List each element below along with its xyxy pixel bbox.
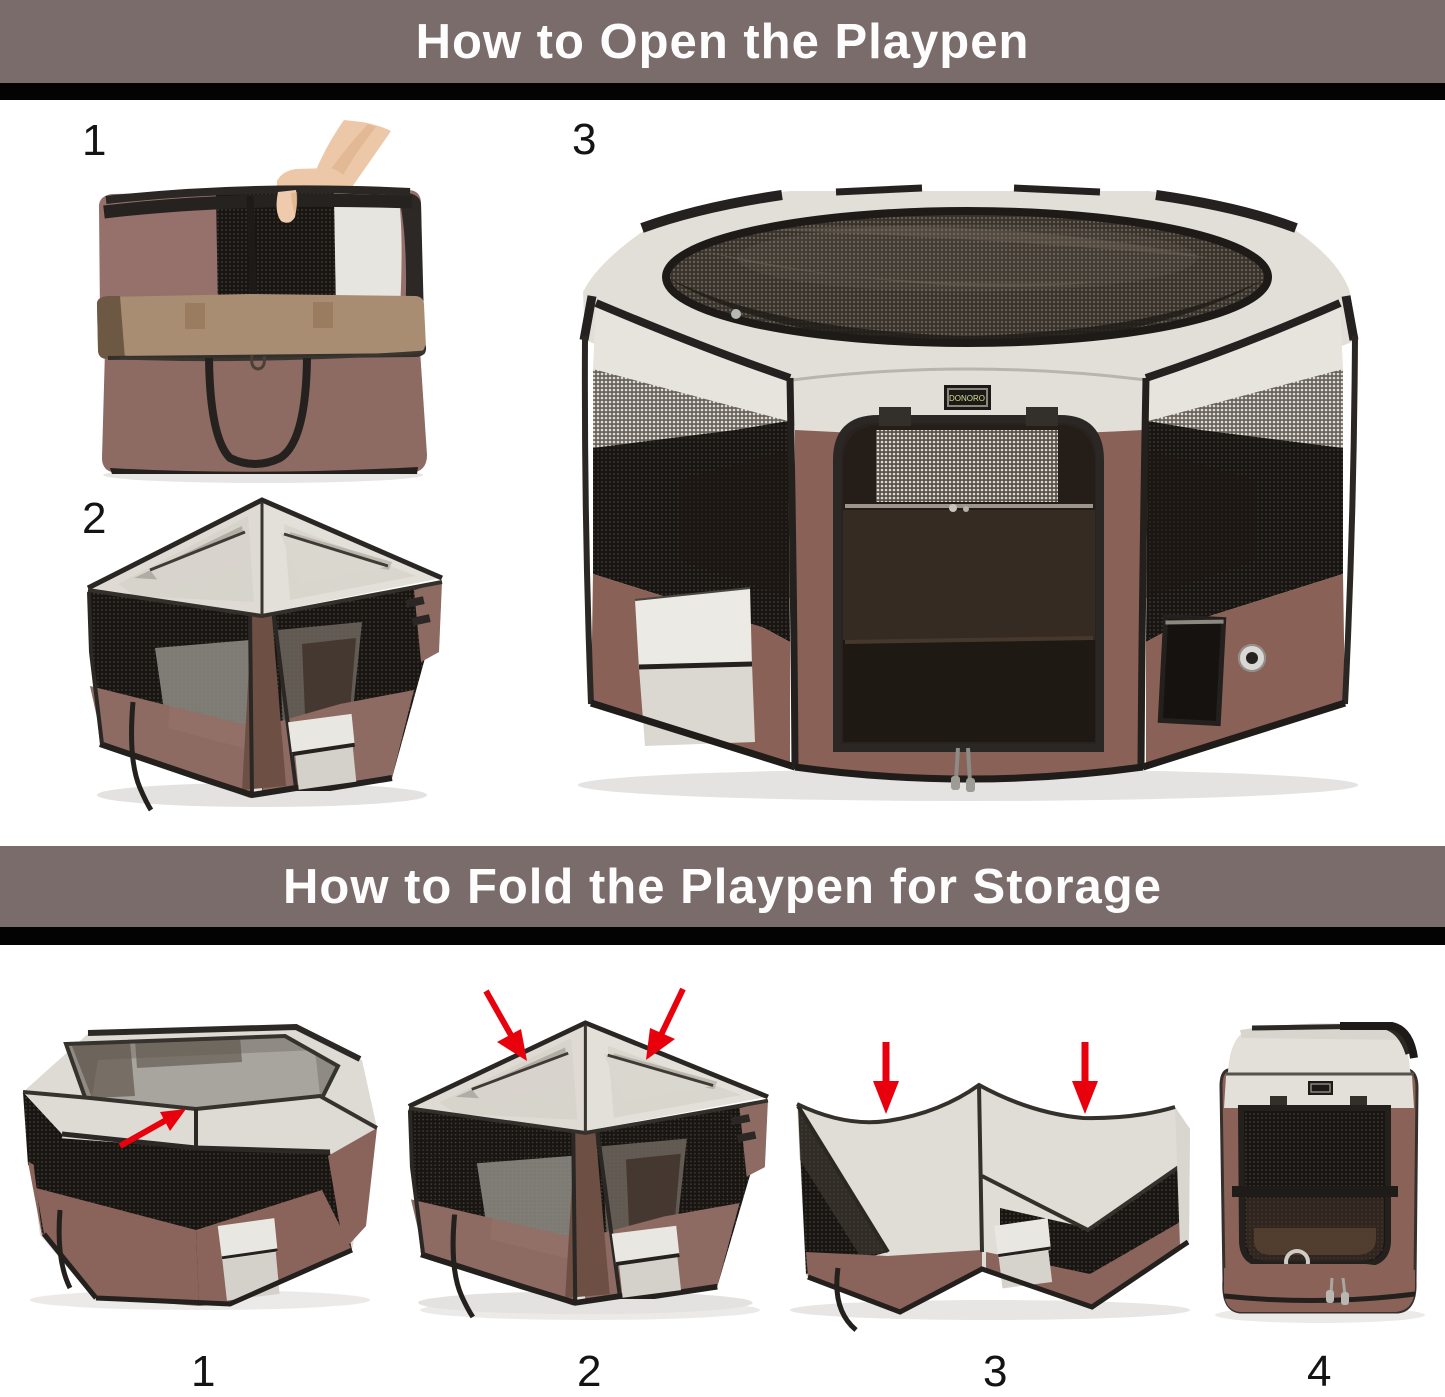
- svg-text:DONORO: DONORO: [949, 394, 985, 403]
